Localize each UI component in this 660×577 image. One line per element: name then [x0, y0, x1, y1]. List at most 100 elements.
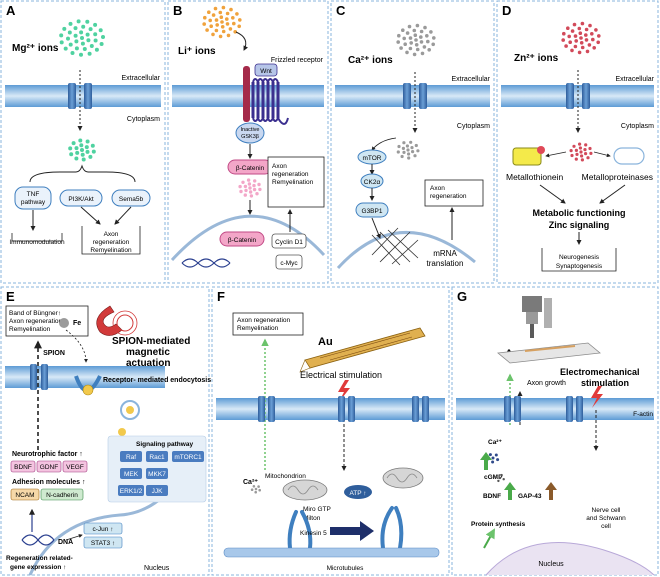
outcome-immuno-bracket [11, 233, 63, 242]
ag-pattern [524, 345, 576, 352]
em-title-1: Electromechanical [560, 367, 640, 377]
cgmp-label: cGMP [484, 474, 503, 481]
arrow-cgmp-up [480, 452, 492, 470]
panel-a-brace [29, 164, 136, 183]
ion-dot [491, 456, 495, 460]
ion-dot [596, 40, 600, 45]
outcome-a-axon: Axon [104, 231, 119, 238]
ion-dot [226, 33, 231, 38]
ion-dot [572, 22, 577, 27]
mkk7-label: MKK7 [148, 471, 166, 478]
rac1-label: Rac1 [149, 454, 165, 461]
dna-to-cjun-arrow [65, 534, 83, 541]
spion-title-1: SPION-mediated [112, 336, 190, 347]
outcome-f-box [232, 312, 304, 336]
ion-dot [412, 52, 417, 57]
ion-dot [246, 178, 251, 182]
ion-dot [584, 143, 588, 147]
nucleus-c [336, 231, 476, 270]
ion-dot [74, 146, 79, 151]
dna-b-icon [181, 258, 231, 268]
ion-dot [426, 39, 430, 44]
stat3-label: STAT3 ↑ [91, 540, 115, 547]
channel-g-2 [566, 396, 583, 422]
microtubules-label: Microtubules [327, 565, 365, 572]
ion-dot [408, 36, 413, 40]
ion-dot [231, 15, 235, 20]
ion-dot [255, 192, 259, 196]
ion-dot [502, 478, 505, 481]
ion-dot [248, 186, 252, 190]
panel-f-frame [211, 286, 450, 576]
channel-f-3 [412, 396, 429, 422]
gdnf-label: GDNF [40, 464, 58, 471]
panel-d-letter: D [502, 3, 511, 18]
panel-f-letter: F [217, 289, 225, 304]
ion-dot [244, 188, 248, 193]
ion-dot [101, 35, 105, 39]
ion-dot [93, 38, 98, 43]
ion-dot [70, 51, 75, 55]
ion-dot [85, 139, 90, 144]
outcome-d-bracket [541, 248, 617, 272]
outcome-b-regeneration: regeneration [272, 171, 309, 178]
ion-dot [407, 152, 411, 156]
ion-dot [405, 144, 409, 148]
ion-dot [573, 34, 578, 38]
ion-dot [220, 20, 224, 24]
ion-dot [93, 22, 98, 27]
nerve-label-3: cell [601, 523, 611, 530]
ion-dot [574, 157, 578, 161]
panel-g-letter: G [457, 289, 467, 304]
metalloproteinase-shape [613, 147, 645, 165]
ion-dot [85, 32, 90, 37]
outcome-c-regeneration: regeneration [430, 193, 467, 200]
ion-dot [59, 40, 64, 45]
panel-b-receptor: Frizzled receptor [271, 57, 324, 64]
neuro-title: Neurotrophic factor ↑ [12, 451, 83, 458]
ion-dot [409, 41, 414, 45]
panel-c-letter: C [336, 3, 346, 18]
ion-dot [396, 150, 400, 154]
substrate [497, 342, 601, 364]
ion-dot [594, 28, 598, 32]
spion-path-arrow [65, 329, 88, 363]
metallothionein-shape [512, 147, 542, 166]
ion-dot [577, 50, 582, 55]
mg-ion-cluster [59, 19, 105, 57]
channel-f-2 [338, 396, 355, 422]
ion-dot [225, 17, 229, 21]
pathway-pi3k [59, 189, 103, 207]
gsk3b-box [235, 122, 265, 144]
ion-dot [580, 158, 585, 162]
kinesin-right [380, 506, 404, 550]
vegf-tag [62, 460, 88, 473]
ion-dot [250, 488, 254, 492]
ion-dot [573, 44, 578, 49]
ion-dot [579, 150, 583, 154]
outcome-immunomodulation: Immunomodulation [9, 239, 65, 246]
signaling-title: Signaling pathway [136, 441, 193, 448]
ion-dot [578, 146, 583, 150]
ion-dot [252, 485, 256, 488]
ion-dot [252, 187, 257, 192]
ion-dot [590, 32, 594, 36]
ion-dot [588, 146, 592, 151]
protein-synthesis-label: Protein synthesis [471, 521, 526, 528]
ion-dot [214, 18, 219, 22]
outcome-synaptogenesis: Synaptogenesis [556, 263, 603, 270]
ion-dot [584, 152, 588, 156]
atp-box [344, 485, 372, 499]
ion-dot [402, 150, 406, 154]
wnt-box [254, 63, 278, 77]
ca-to-mtor-arrow [371, 137, 397, 151]
ion-dot [580, 21, 585, 26]
outcome-b-box [267, 156, 325, 208]
ion-dot [411, 150, 415, 154]
ion-dot [88, 154, 93, 159]
erk-box [118, 485, 144, 496]
ion-dot [232, 21, 236, 26]
ion-dot [80, 36, 84, 40]
ion-dot [80, 148, 84, 152]
